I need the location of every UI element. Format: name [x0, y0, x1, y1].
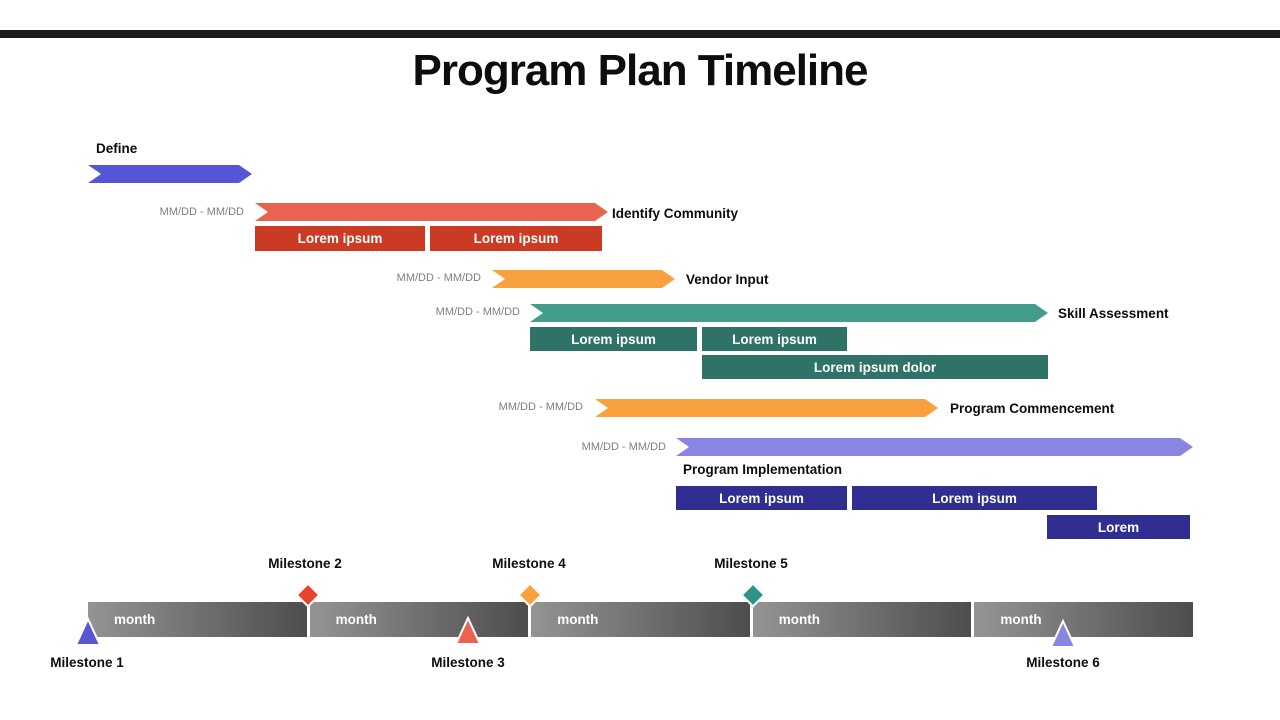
task-identify-bar	[255, 203, 608, 221]
milestone-1-triangle-icon	[74, 616, 102, 646]
task-implementation-subtask: Lorem ipsum	[852, 486, 1097, 510]
task-identify-date: MM/DD - MM/DD	[159, 206, 244, 218]
task-vendor-label: Vendor Input	[686, 272, 769, 287]
task-implementation-subtask: Lorem	[1047, 515, 1190, 539]
task-identify-subtask: Lorem ipsum	[430, 226, 602, 251]
task-identify-subtask: Lorem ipsum	[255, 226, 425, 251]
task-vendor-date: MM/DD - MM/DD	[396, 272, 481, 284]
task-skill-subtask: Lorem ipsum dolor	[702, 355, 1048, 379]
task-implementation-subtask: Lorem ipsum	[676, 486, 847, 510]
task-commencement-bar	[595, 399, 938, 417]
milestone-6-triangle-icon	[1049, 618, 1077, 648]
task-skill-subtask: Lorem ipsum	[702, 327, 847, 351]
milestone-4-label: Milestone 4	[492, 556, 566, 571]
month-segment: month	[974, 602, 1193, 637]
page-title: Program Plan Timeline	[412, 46, 868, 95]
task-commencement-date: MM/DD - MM/DD	[498, 401, 583, 413]
month-timeline-bar: month month month month month	[88, 602, 1193, 637]
milestone-5-label: Milestone 5	[714, 556, 788, 571]
task-identify-label: Identify Community	[612, 206, 739, 221]
task-vendor-bar	[492, 270, 675, 288]
task-commencement-label: Program Commencement	[950, 401, 1115, 416]
task-skill-date: MM/DD - MM/DD	[435, 306, 520, 318]
milestone-2-label: Milestone 2	[268, 556, 342, 571]
milestone-3-triangle-icon	[454, 615, 482, 645]
month-segment: month	[309, 602, 529, 637]
month-segment: month	[88, 602, 307, 637]
month-segment: month	[531, 602, 750, 637]
task-define-bar	[88, 165, 252, 183]
task-implementation-bar	[676, 438, 1193, 456]
milestone-3-label: Milestone 3	[431, 655, 505, 670]
task-define-label: Define	[96, 141, 138, 156]
task-skill-label: Skill Assessment	[1058, 306, 1169, 321]
milestone-6-label: Milestone 6	[1026, 655, 1100, 670]
month-segment: month	[752, 602, 972, 637]
task-implementation-date: MM/DD - MM/DD	[581, 441, 666, 453]
top-edge-bar	[0, 30, 1280, 38]
task-implementation-label: Program Implementation	[683, 462, 843, 477]
task-skill-bar	[530, 304, 1048, 322]
task-skill-subtask: Lorem ipsum	[530, 327, 697, 351]
milestone-1-label: Milestone 1	[50, 655, 124, 670]
